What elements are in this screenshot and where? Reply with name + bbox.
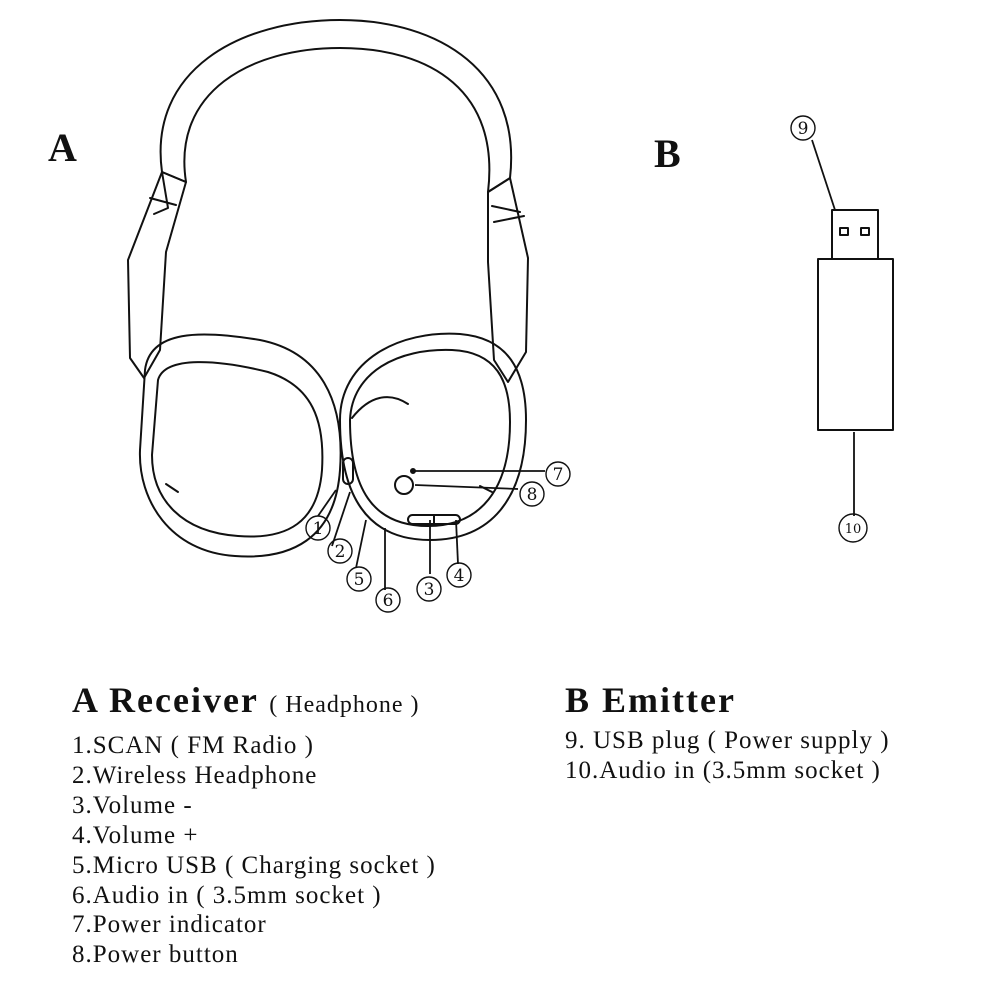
product-diagram: 1 2 3 4 5 6 7 8 9 10 (127, 19, 894, 613)
section-b-letter: B (654, 131, 681, 176)
legend-emitter-list: 9. USB plug ( Power supply ) 10.Audio in… (565, 726, 890, 786)
legend-receiver-heading: A Receiver ( Headphone ) (72, 680, 436, 725)
leader-lines (317, 139, 855, 590)
legend-receiver-title: A Receiver (72, 680, 259, 720)
svg-text:5: 5 (354, 570, 365, 590)
legend-item: 4.Volume + (72, 821, 199, 849)
callout-9: 9 (790, 115, 816, 141)
legend-emitter: B Emitter 9. USB plug ( Power supply ) 1… (565, 680, 890, 786)
callout-10: 10 (838, 513, 868, 543)
svg-text:9: 9 (798, 119, 809, 139)
svg-text:2: 2 (335, 542, 346, 562)
usb-emitter-body (817, 258, 894, 431)
section-a-letter: A (48, 125, 77, 170)
callout-4: 4 (446, 562, 472, 588)
left-ear-cup (138, 333, 342, 558)
legend-item: 3.Volume - (72, 791, 193, 819)
svg-text:6: 6 (383, 591, 394, 611)
callout-6: 6 (375, 587, 401, 613)
svg-text:1: 1 (313, 519, 324, 539)
callouts: 1 2 3 4 5 6 7 8 9 10 (305, 115, 868, 613)
legend-item: 6.Audio in ( 3.5mm socket ) (72, 881, 382, 909)
legend-receiver: A Receiver ( Headphone ) 1.SCAN ( FM Rad… (72, 680, 436, 970)
legend-emitter-title: B Emitter (565, 680, 736, 720)
svg-text:3: 3 (424, 580, 435, 600)
legend-item: 8.Power button (72, 941, 239, 969)
legend-item: 2.Wireless Headphone (72, 761, 318, 789)
callout-5: 5 (346, 566, 372, 592)
scan-button (342, 457, 354, 485)
legend-item: 5.Micro USB ( Charging socket ) (72, 851, 436, 879)
callout-1: 1 (305, 515, 331, 541)
legend-receiver-subtitle: ( Headphone ) (269, 692, 420, 718)
usb-plug (831, 209, 879, 260)
legend-item: 7.Power indicator (72, 911, 267, 939)
svg-text:4: 4 (454, 566, 465, 586)
svg-text:8: 8 (527, 485, 538, 505)
legend-receiver-list: 1.SCAN ( FM Radio ) 2.Wireless Headphone… (72, 731, 436, 970)
left-slider (127, 171, 187, 379)
svg-text:10: 10 (845, 522, 862, 537)
legend-item: 9. USB plug ( Power supply ) (565, 727, 890, 754)
right-slider (487, 177, 529, 383)
callout-3: 3 (416, 576, 442, 602)
right-ear-cup (339, 332, 527, 541)
callout-2: 2 (327, 538, 353, 564)
svg-text:7: 7 (553, 465, 564, 485)
legend-item: 1.SCAN ( FM Radio ) (72, 732, 314, 759)
callout-7: 7 (545, 461, 571, 487)
legend-item: 10.Audio in (3.5mm socket ) (565, 756, 881, 784)
headphone-drawing (127, 19, 894, 558)
callout-8: 8 (519, 481, 545, 507)
headband (159, 19, 513, 193)
power-button (394, 475, 414, 495)
